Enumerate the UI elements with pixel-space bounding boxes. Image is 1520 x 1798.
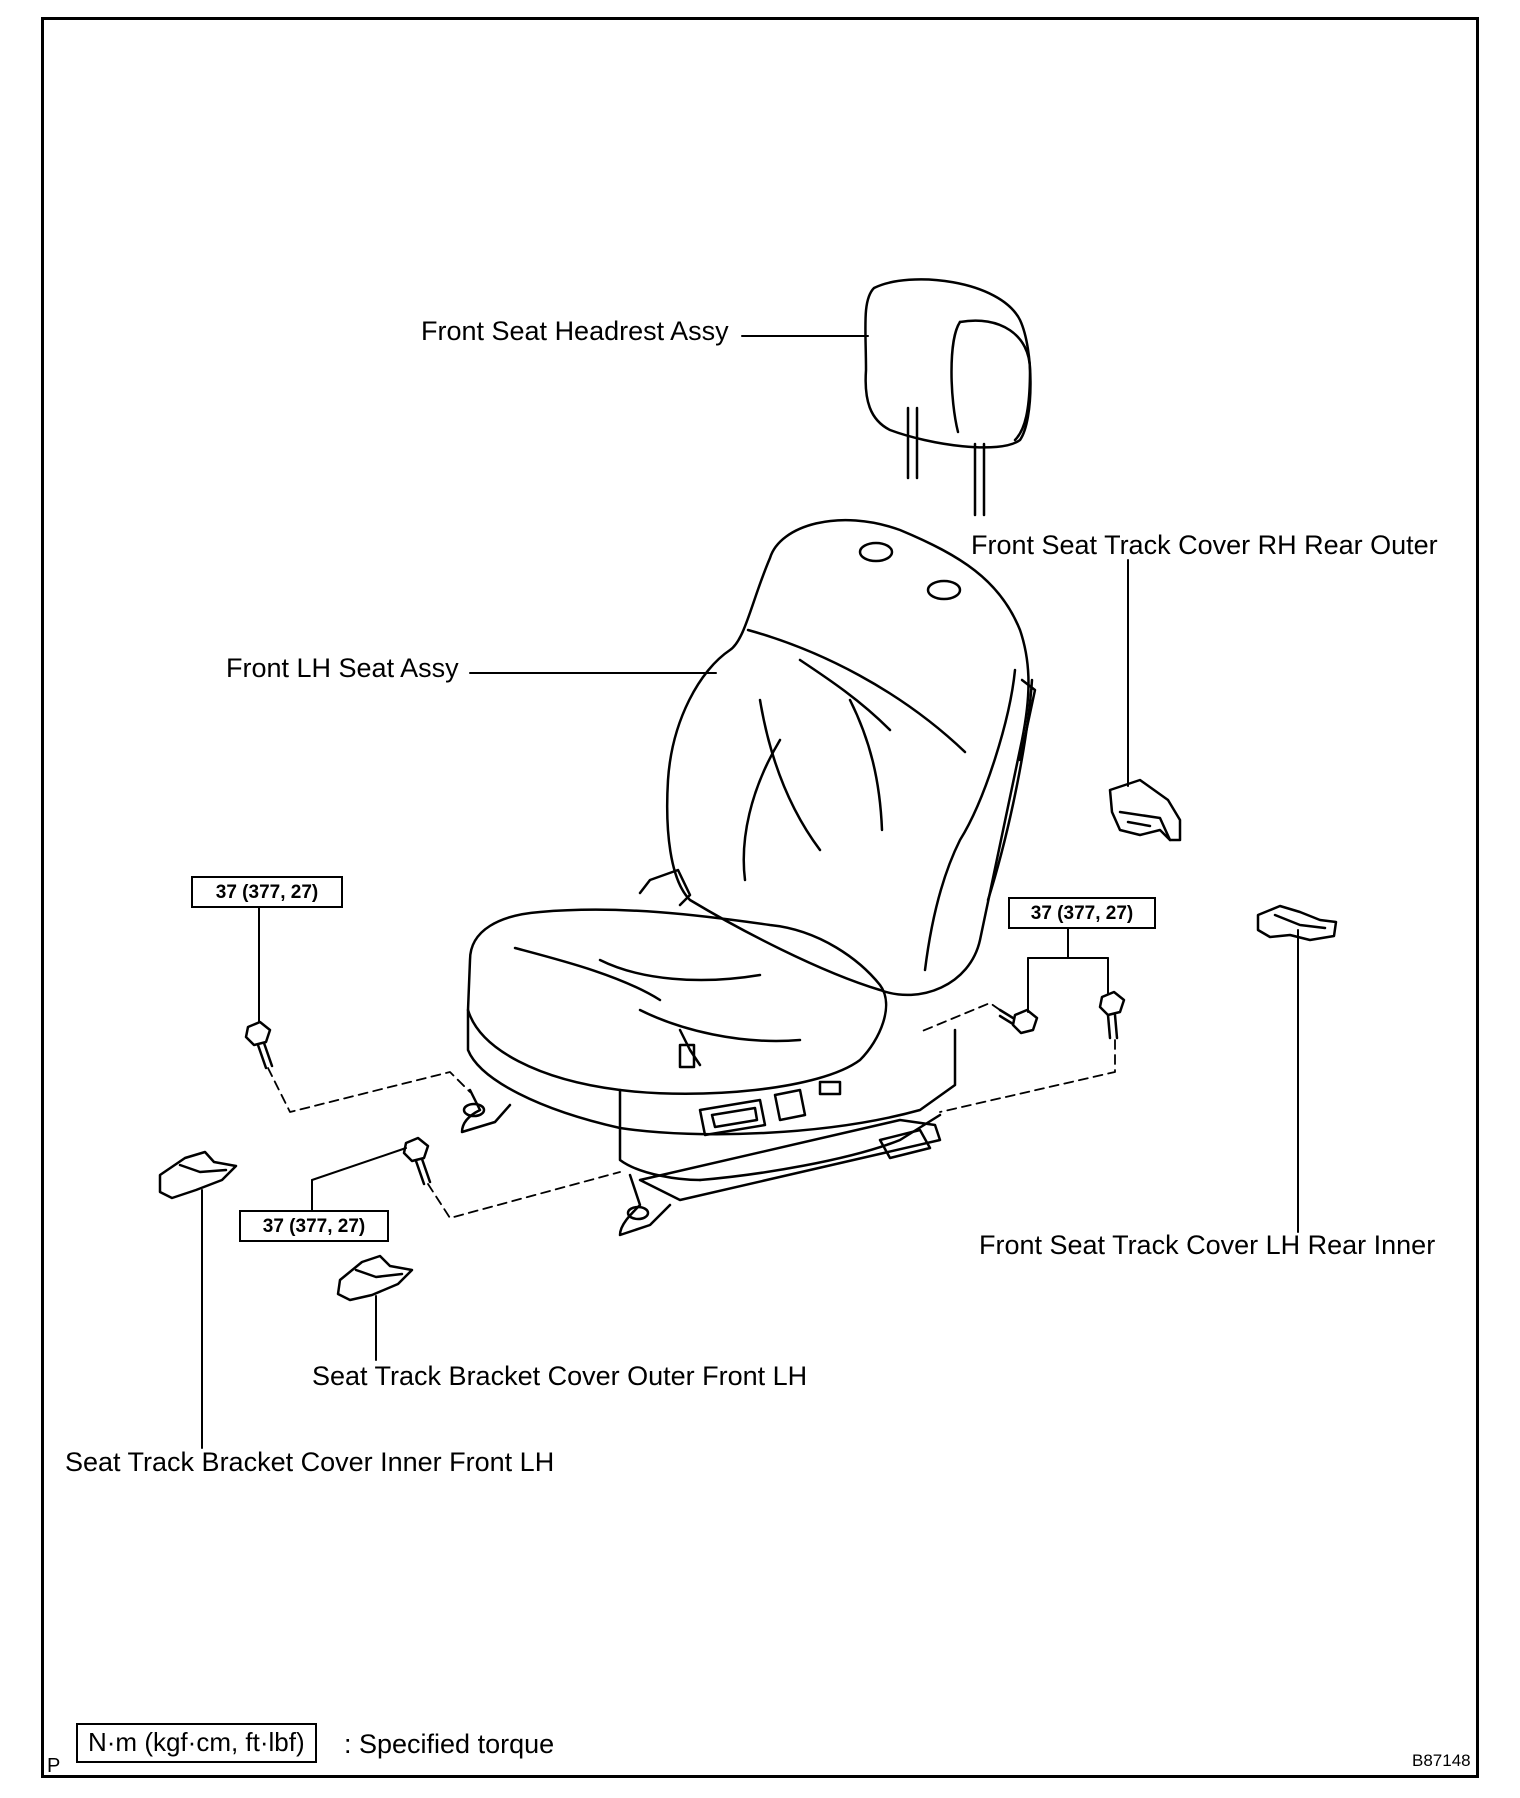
- legend-torque-box: N·m (kgf·cm, ft·lbf): [76, 1723, 317, 1763]
- label-outer-front-lh: Seat Track Bracket Cover Outer Front LH: [312, 1361, 808, 1391]
- leader-lines: [201, 335, 1299, 1449]
- label-seat: Front LH Seat Assy: [226, 653, 459, 683]
- label-rh-rear-outer: Front Seat Track Cover RH Rear Outer: [971, 530, 1438, 560]
- label-lh-rear-inner: Front Seat Track Cover LH Rear Inner: [979, 1230, 1436, 1260]
- bolts-drawing: [244, 990, 1126, 1186]
- label-inner-front-lh: Seat Track Bracket Cover Inner Front LH: [65, 1447, 555, 1477]
- dashed-guides: [267, 1002, 1116, 1219]
- seat-back-drawing: [638, 518, 1037, 997]
- seat-cushion-drawing: [466, 908, 957, 1182]
- torque-box-front: 37 (377, 27): [239, 1210, 389, 1242]
- torque-box-right: 37 (377, 27): [1008, 897, 1156, 929]
- label-headrest: Front Seat Headrest Assy: [421, 316, 729, 346]
- legend-description: : Specified torque: [344, 1729, 555, 1759]
- covers-drawing: [158, 778, 1338, 1302]
- corner-mark-p: P: [47, 1755, 61, 1777]
- figure-id: B87148: [1412, 1751, 1471, 1770]
- headrest-drawing: [864, 278, 1032, 517]
- torque-box-left: 37 (377, 27): [191, 876, 343, 908]
- diagram-frame: [41, 17, 1479, 1778]
- seat-track-drawing: [460, 1088, 942, 1237]
